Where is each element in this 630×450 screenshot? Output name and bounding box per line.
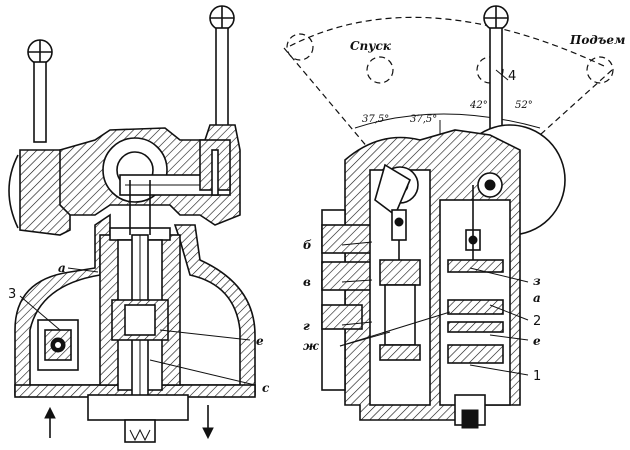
label-2: 2 — [533, 314, 541, 329]
up-arrow — [44, 406, 56, 438]
label-b: б — [303, 238, 312, 252]
label-angle-4: 52° — [515, 100, 533, 111]
leader-b — [341, 241, 373, 246]
left-valve-stem-assembly — [87, 180, 189, 443]
leader-e-right — [489, 334, 529, 341]
leader-zh1 — [339, 311, 451, 347]
label-zh: ж — [303, 339, 319, 353]
leader-e-left — [159, 329, 251, 341]
right-operating-lever — [483, 5, 509, 134]
down-arrow — [202, 405, 214, 440]
label-a-left: а — [58, 261, 66, 275]
label-4: 4 — [508, 69, 516, 84]
right-handle-lever — [209, 5, 235, 129]
leader-2 — [489, 304, 529, 321]
label-z: з — [533, 274, 541, 288]
left-sectional-view: а 3 е с — [8, 5, 270, 443]
label-e-right: е — [533, 334, 541, 348]
label-angle-3: 42° — [469, 100, 488, 111]
left-head-housing — [59, 124, 241, 226]
label-podem: Подъем — [569, 33, 625, 47]
leader-g — [341, 321, 373, 326]
left-handle-lever — [8, 39, 71, 236]
label-a-right: а — [533, 291, 541, 305]
right-main-body — [321, 129, 521, 429]
label-g: г — [303, 319, 310, 333]
label-c: с — [262, 381, 270, 395]
label-v: в — [303, 275, 311, 289]
leader-a-left — [67, 267, 99, 273]
left-small-valve — [37, 319, 79, 371]
label-3: 3 — [8, 287, 16, 302]
right-sectional-view: Спуск Подъем 4 37,5° 37,5° 42° 52° б в г… — [283, 5, 625, 429]
label-e-left: е — [256, 334, 264, 348]
leader-3 — [19, 295, 61, 331]
label-1: 1 — [533, 369, 541, 384]
label-angle-2: 37,5° — [410, 114, 437, 125]
leader-c — [149, 359, 256, 386]
label-angle-1: 37,5° — [362, 114, 389, 125]
leader-v — [341, 279, 373, 283]
leader-1 — [469, 364, 529, 376]
label-spusk: Спуск — [350, 39, 392, 53]
leader-z — [469, 267, 529, 283]
leader-zh2 — [339, 331, 391, 347]
